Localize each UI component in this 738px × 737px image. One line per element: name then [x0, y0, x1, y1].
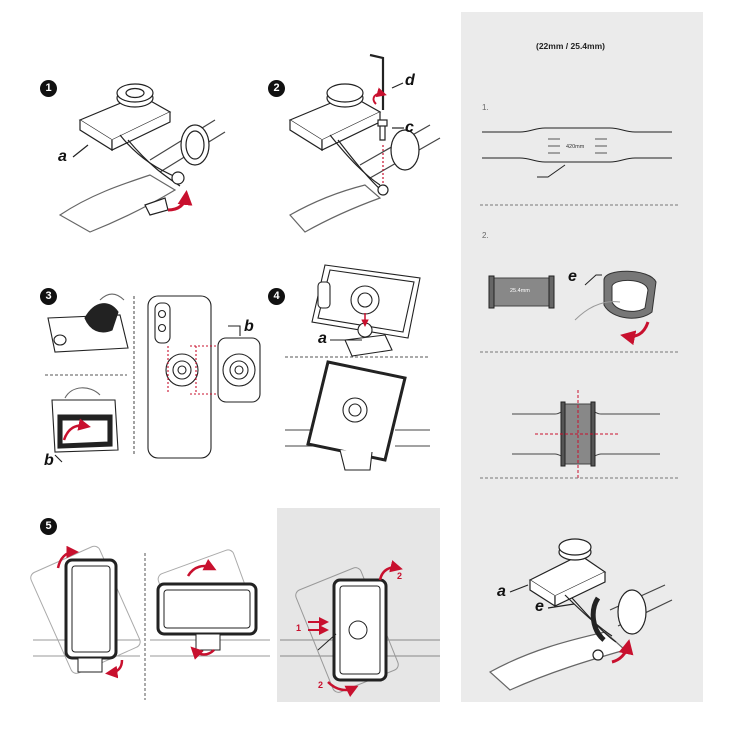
substep-2-number: 2.	[482, 231, 489, 240]
shim-diagram	[480, 270, 680, 353]
label-a-final: a	[497, 583, 506, 600]
label-b-card: b	[44, 452, 54, 469]
step2-illustration	[288, 53, 441, 233]
release-arrow-2-bottom: 2	[318, 680, 324, 690]
final-mount-diagram	[488, 538, 673, 691]
label-a-step4: a	[318, 330, 327, 347]
label-d-step2: d	[405, 72, 415, 89]
label-c-step2: c	[405, 119, 414, 136]
release-arrow-2-top: 2	[397, 571, 403, 581]
step-5-badge: 5	[40, 518, 57, 535]
release-arrow-1: 1	[296, 623, 302, 633]
bar-size-caption: (22mm / 25.4mm)	[536, 41, 605, 51]
step5-release-illustration	[280, 567, 440, 693]
label-e-final: e	[535, 598, 544, 615]
bar-width-tag: 420mm	[566, 144, 585, 150]
step1-illustration	[58, 83, 226, 233]
label-b-plate: b	[244, 318, 254, 335]
step5-rotation-portrait	[30, 545, 141, 674]
step-1-badge: 1	[40, 80, 57, 97]
label-a-step1: a	[58, 148, 67, 165]
label-e-shim: e	[568, 268, 577, 285]
substep-1-number: 1.	[482, 103, 489, 112]
step5-rotation-landscape	[150, 549, 270, 657]
step-3-badge: 3	[40, 288, 57, 305]
step-2-badge: 2	[268, 80, 285, 97]
shim-size-tag: 25.4mm	[510, 288, 530, 294]
shim-on-bar-diagram	[480, 390, 680, 479]
step-4-badge: 4	[268, 288, 285, 305]
step4-illustration	[285, 264, 430, 471]
handlebar-diameter-diagram	[480, 127, 680, 206]
step3-illustration	[45, 293, 261, 463]
